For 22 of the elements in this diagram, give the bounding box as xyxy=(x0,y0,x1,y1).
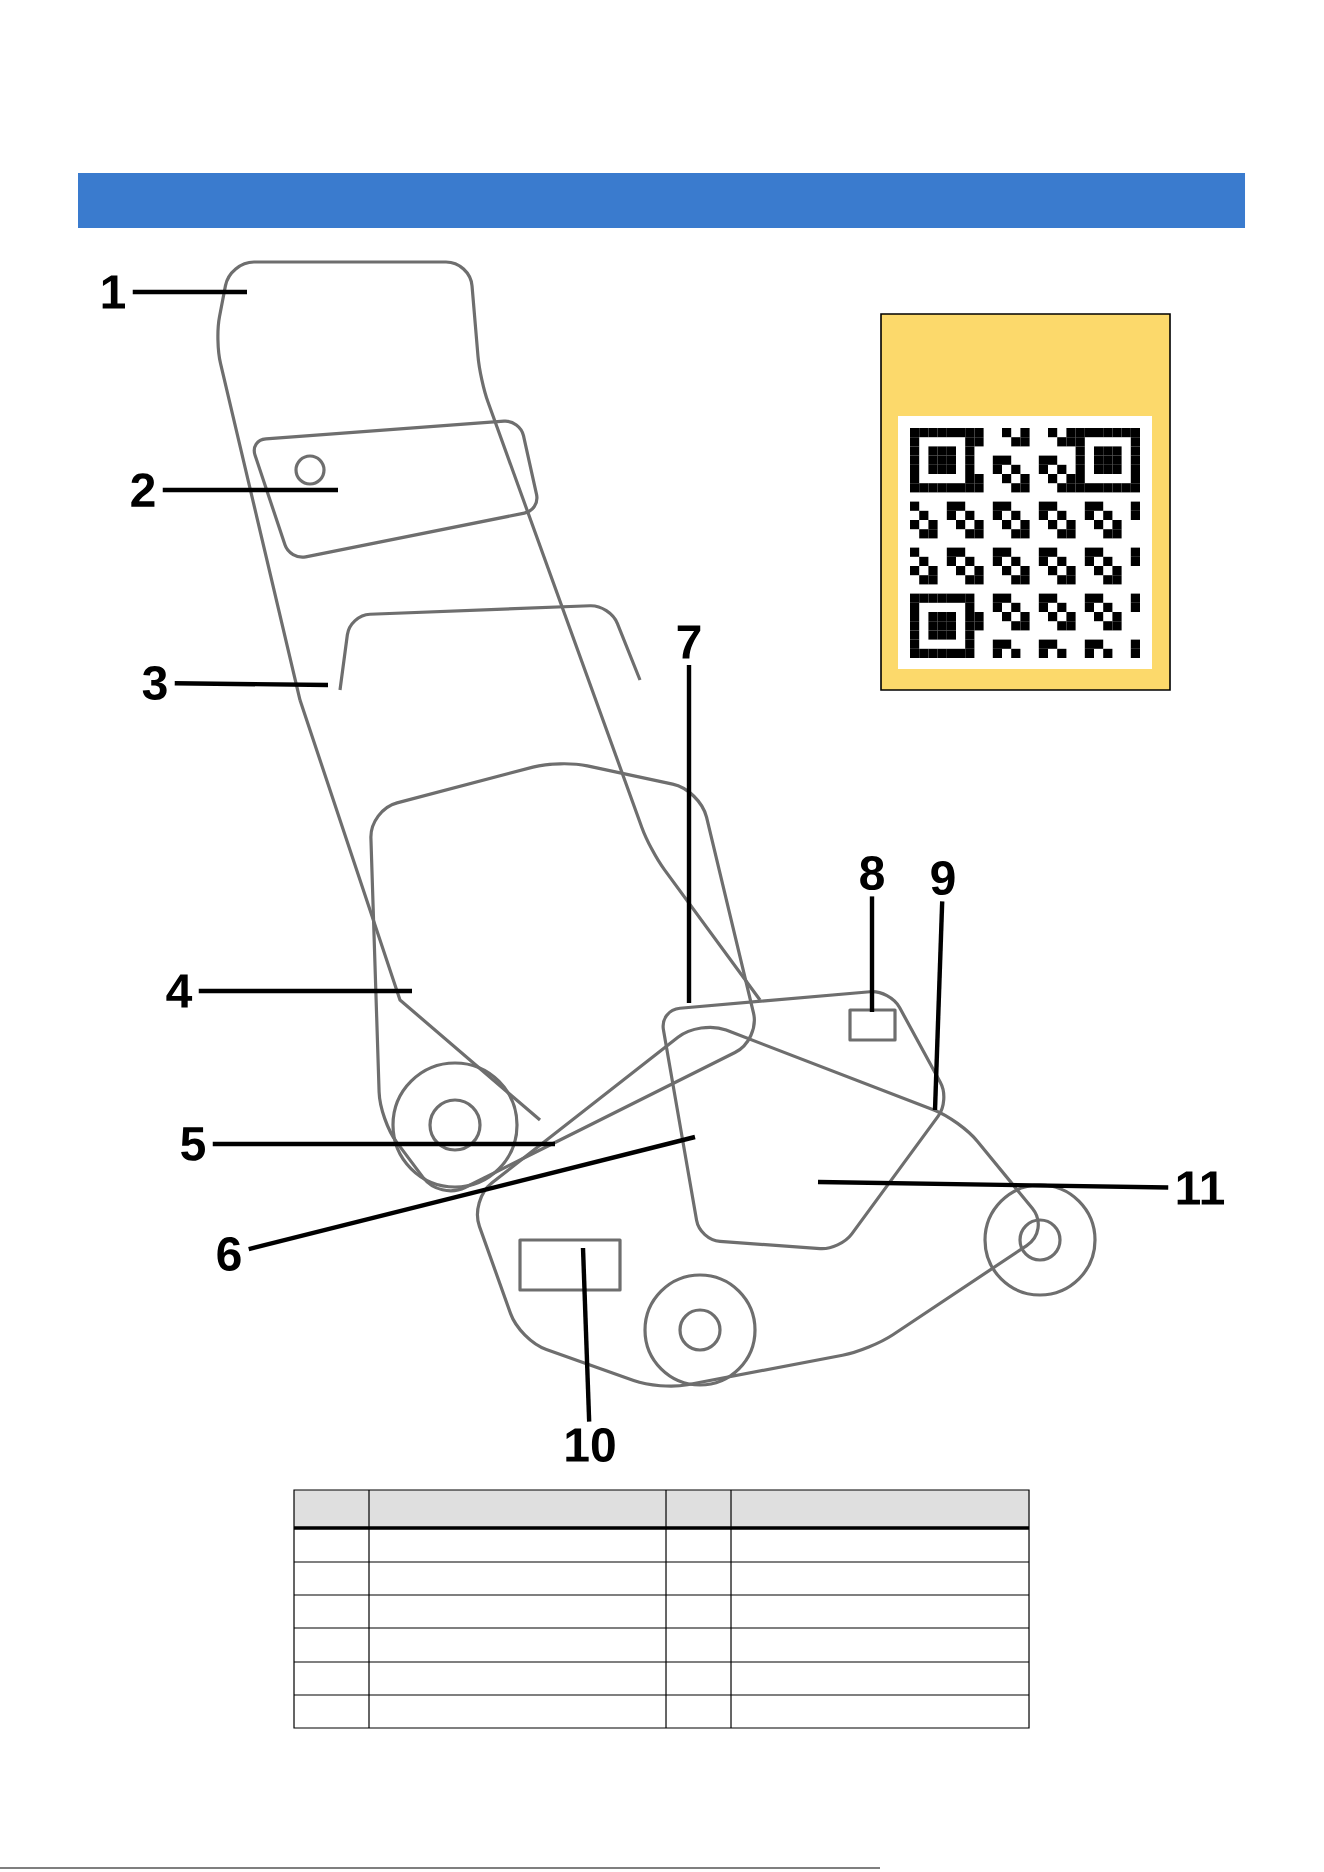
callout-number: 4 xyxy=(166,974,193,1008)
leader-line xyxy=(248,1134,696,1252)
leader-line xyxy=(198,988,412,994)
leader-line xyxy=(174,681,329,688)
callout-number: 10 xyxy=(566,1428,615,1462)
callout-number: 5 xyxy=(181,1127,205,1161)
callout-number: 1 xyxy=(102,275,125,309)
callout-number: 7 xyxy=(677,625,701,659)
callout-number: 9 xyxy=(931,861,955,895)
callout-number: 3 xyxy=(142,666,167,701)
callout-number: 11 xyxy=(1177,1171,1225,1205)
leader-line xyxy=(212,1141,555,1147)
leader-line xyxy=(932,901,945,1111)
callout-number: 2 xyxy=(131,473,155,507)
leader-line xyxy=(162,487,338,493)
leader-line xyxy=(132,289,247,295)
leader-line xyxy=(580,1247,592,1422)
callout-number: 8 xyxy=(860,856,884,890)
leader-line xyxy=(817,1179,1169,1190)
callout-number: 6 xyxy=(217,1237,241,1271)
leader-line xyxy=(686,664,692,1003)
leader-line xyxy=(869,896,875,1012)
